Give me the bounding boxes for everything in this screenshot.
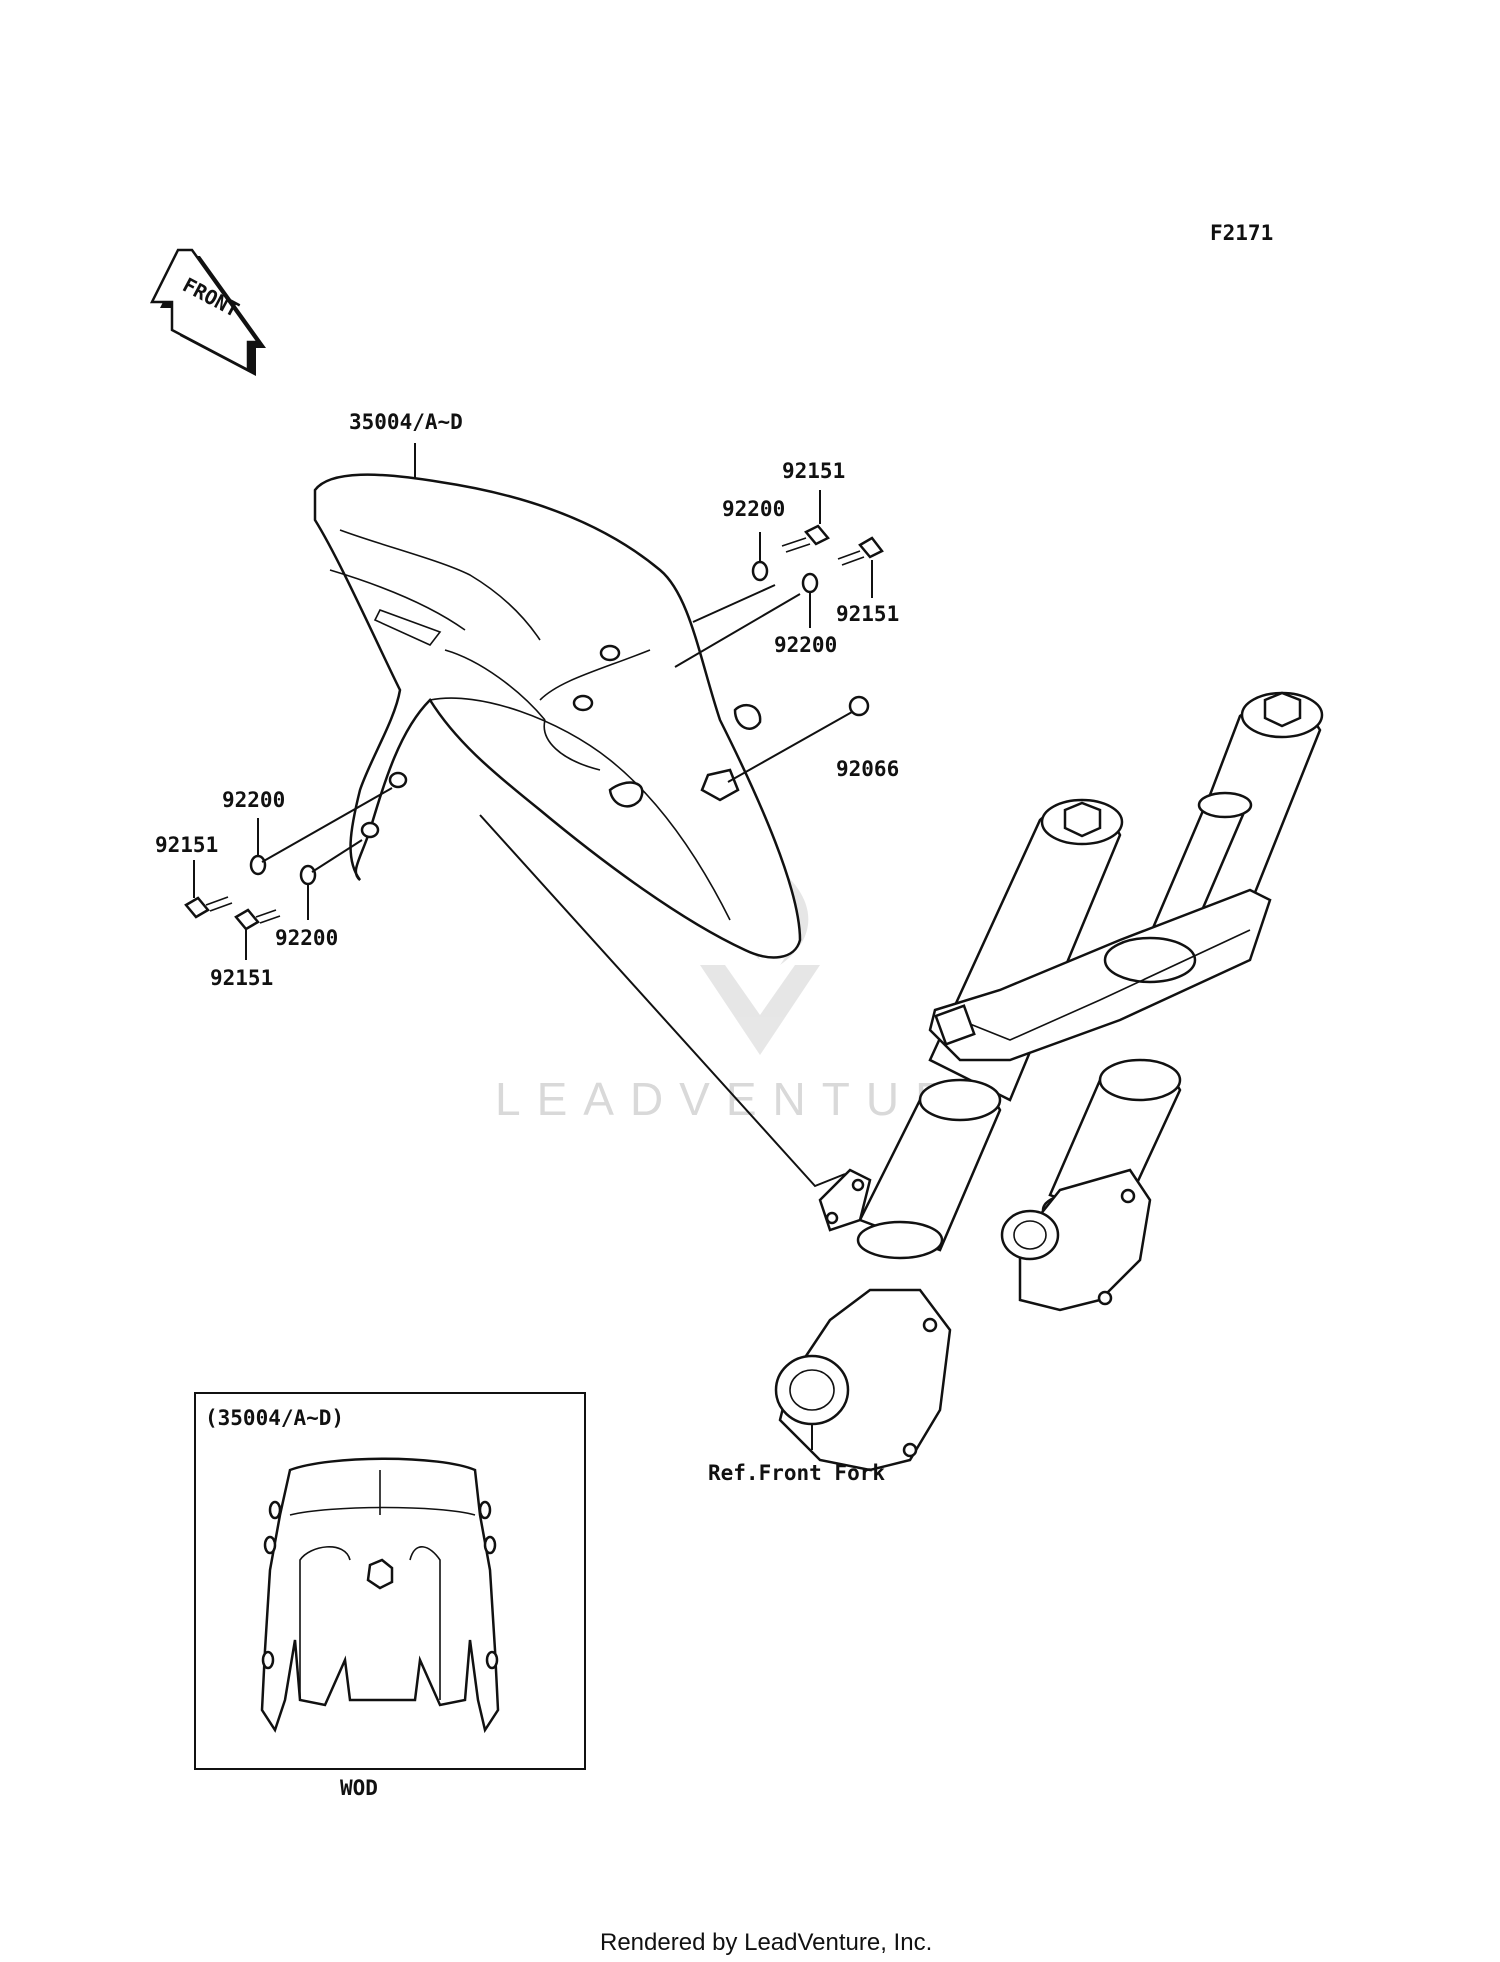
washer-92200-top-1 xyxy=(751,560,769,582)
inset-caption: WOD xyxy=(340,1776,378,1800)
label-washer-top-2: 92200 xyxy=(774,633,837,657)
bolt-92151-top-1 xyxy=(781,524,830,553)
cap-92066 xyxy=(848,695,870,717)
inset-fender-front-view xyxy=(260,1457,500,1734)
washer-92200-left-1 xyxy=(249,854,267,876)
bolt-92151-left-1 xyxy=(184,896,233,919)
label-bolt-left-1: 92151 xyxy=(155,833,218,857)
label-bolt-top-1: 92151 xyxy=(782,459,845,483)
washer-92200-left-2 xyxy=(299,864,317,886)
front-fender xyxy=(313,473,802,959)
label-washer-left-2: 92200 xyxy=(275,926,338,950)
inset-title: (35004/A~D) xyxy=(205,1406,344,1430)
label-washer-top-1: 92200 xyxy=(722,497,785,521)
washer-92200-top-2 xyxy=(801,572,819,594)
front-fork xyxy=(774,691,1324,1472)
footer-credit: Rendered by LeadVenture, Inc. xyxy=(600,1929,932,1956)
inset-panel: (35004/A~D) WOD xyxy=(194,1392,586,1800)
front-arrow-icon: FRONT xyxy=(149,248,266,376)
bolt-92151-top-2 xyxy=(837,536,884,566)
label-fender: 35004/A~D xyxy=(349,410,463,434)
figure-code: F2171 xyxy=(1210,221,1273,245)
label-fork-ref: Ref.Front Fork xyxy=(708,1461,885,1485)
label-washer-left-1: 92200 xyxy=(222,788,285,812)
label-bolt-top-2: 92151 xyxy=(836,602,899,626)
label-cap: 92066 xyxy=(836,757,899,781)
bolt-92151-left-2 xyxy=(234,908,281,931)
label-bolt-left-2: 92151 xyxy=(210,966,273,990)
